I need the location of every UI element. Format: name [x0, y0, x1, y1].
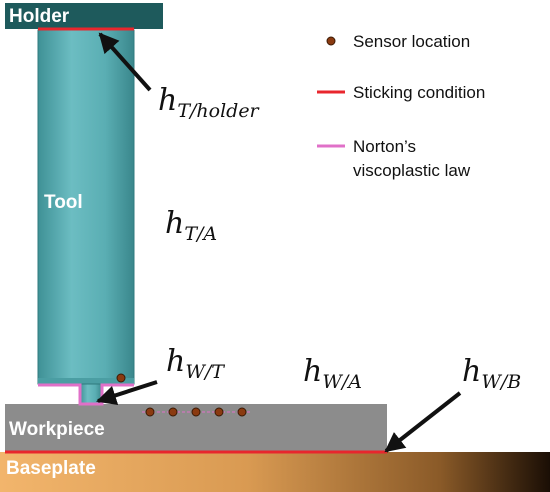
tool-shoulder-edge [38, 378, 134, 384]
legend-norton-label-line1: Norton’s [353, 137, 416, 156]
sensor-point [145, 407, 155, 417]
workpiece-sensors [142, 407, 252, 417]
sensor-point [168, 407, 178, 417]
legend-sensor-icon [326, 36, 336, 46]
sensor-point [214, 407, 224, 417]
tool-label: Tool [44, 192, 83, 213]
baseplate-label: Baseplate [6, 458, 96, 479]
arrow-t-holder [98, 32, 152, 92]
legend-sticking-label: Sticking condition [353, 83, 485, 102]
coef-h-w-b: hW/B [462, 354, 521, 393]
arrow-w-b [384, 391, 462, 453]
workpiece-label: Workpiece [9, 419, 105, 440]
holder-label: Holder [9, 6, 70, 27]
coef-h-w-a: hW/A [303, 354, 362, 393]
coef-h-t-holder: hT/holder [158, 83, 261, 122]
tool-sensor-point [116, 373, 126, 383]
legend: Sensor location Sticking condition Norto… [317, 32, 485, 180]
tool-workpiece-norton-contact [38, 383, 134, 406]
coef-h-w-t: hW/T [166, 344, 225, 383]
arrow-w-t [96, 380, 158, 406]
sensor-point [237, 407, 247, 417]
baseplate-body [0, 452, 550, 492]
coef-h-t-a: hT/A [165, 206, 217, 245]
sensor-point [191, 407, 201, 417]
tool-shank [37, 29, 135, 385]
holder-body [5, 3, 163, 29]
legend-sensor-label: Sensor location [353, 32, 470, 51]
legend-norton-label-line2: viscoplastic law [353, 161, 471, 180]
